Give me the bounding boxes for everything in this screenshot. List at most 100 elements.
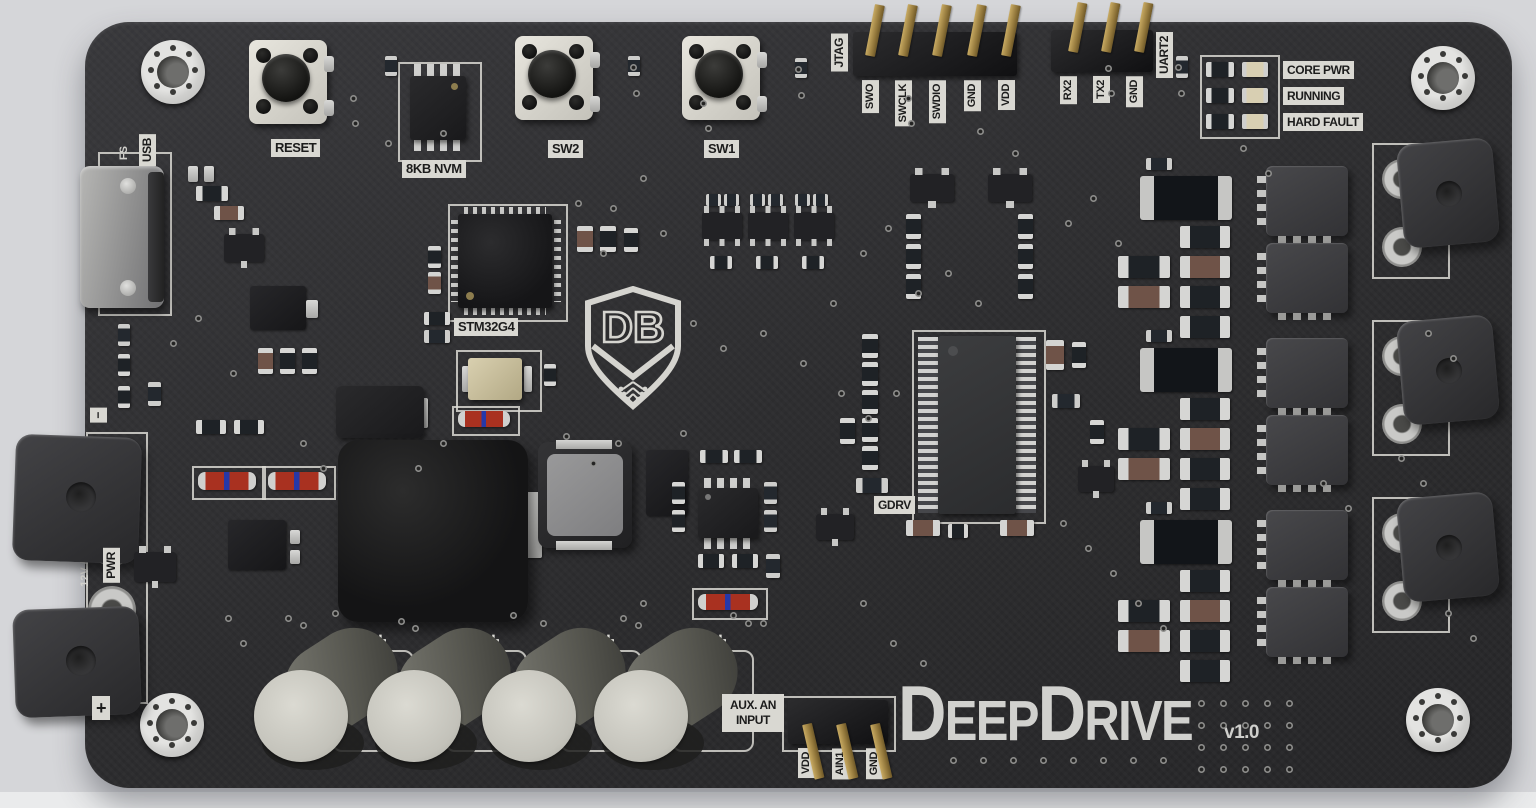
soic-legs	[704, 536, 752, 549]
via	[1220, 722, 1227, 729]
soic-legs	[704, 478, 752, 491]
aux-label: AUX. AN INPUT	[722, 694, 784, 732]
board-name-part: D	[1037, 669, 1086, 757]
via	[1264, 766, 1271, 773]
via	[1450, 355, 1457, 362]
via	[1130, 757, 1137, 764]
chip-capacitor	[802, 256, 824, 269]
led-resistor	[1206, 62, 1234, 77]
led-block-outline	[1200, 55, 1280, 139]
chip-capacitor	[1180, 286, 1230, 308]
electrolytic-capacitor: +	[365, 610, 528, 788]
via	[195, 315, 202, 322]
via	[1240, 145, 1247, 152]
chip-capacitor	[948, 524, 968, 538]
via	[680, 430, 687, 437]
status-led	[1242, 88, 1268, 103]
via	[1065, 220, 1072, 227]
gate-driver-outline	[912, 330, 1046, 524]
sot23-transistor	[134, 546, 176, 588]
led-resistor	[1206, 88, 1234, 103]
mosfet	[1257, 415, 1348, 492]
via	[1242, 722, 1249, 729]
mosfet	[1257, 510, 1348, 587]
melf-resistor	[698, 594, 758, 610]
melf-outline	[692, 588, 768, 620]
melf-resistor	[198, 472, 256, 490]
chip-capacitor	[862, 362, 878, 386]
via	[1398, 455, 1405, 462]
power-positive-mark: +	[92, 696, 111, 720]
via	[415, 465, 422, 472]
via	[640, 175, 647, 182]
mounting-hole	[141, 40, 205, 104]
via	[1220, 700, 1227, 707]
via	[1264, 700, 1271, 707]
mosfet	[1257, 166, 1348, 243]
shunt-resistor	[1140, 176, 1232, 220]
chip-capacitor	[1180, 226, 1230, 248]
uart2-pin-label: GND	[1126, 76, 1143, 108]
solder-pad	[188, 166, 198, 182]
via	[1286, 700, 1293, 707]
chip-capacitor	[1072, 342, 1086, 368]
solder-pad	[306, 300, 318, 318]
solder-pad	[524, 366, 532, 392]
chip-resistor	[856, 478, 888, 493]
chip-capacitor	[600, 226, 616, 252]
led-label-running: RUNNING	[1283, 87, 1345, 105]
chip-capacitor	[214, 206, 244, 220]
via	[760, 620, 767, 627]
jtag-pin-label: SWO	[862, 80, 879, 114]
via	[893, 390, 900, 397]
via	[1470, 635, 1477, 642]
led-label-hard-fault: HARD FAULT	[1283, 113, 1363, 131]
via	[1320, 480, 1327, 487]
nvm-legs	[414, 138, 462, 151]
via	[915, 290, 922, 297]
chip-resistor	[766, 554, 780, 578]
via	[760, 330, 767, 337]
jtag-pin-label: GND	[964, 80, 981, 112]
via	[1264, 744, 1271, 751]
via	[1425, 330, 1432, 337]
power-inductor	[338, 440, 528, 622]
via	[1110, 570, 1117, 577]
chip-capacitor	[1180, 600, 1230, 622]
status-led	[1242, 114, 1268, 129]
chip-capacitor	[906, 520, 940, 536]
reset-button	[247, 38, 334, 134]
chip-capacitor	[1018, 244, 1033, 269]
status-led	[1242, 62, 1268, 77]
chip-capacitor	[1180, 428, 1230, 450]
via	[1040, 757, 1047, 764]
chip-capacitor	[862, 390, 878, 414]
via	[510, 612, 517, 619]
sot23-transistor	[1078, 460, 1114, 498]
via	[865, 415, 872, 422]
via	[745, 620, 752, 627]
via	[230, 370, 237, 377]
jtag-pin-label: VDD	[998, 80, 1015, 111]
via	[1286, 744, 1293, 751]
via	[1115, 240, 1122, 247]
chip-capacitor	[428, 272, 441, 294]
mcu-pins	[464, 207, 546, 214]
chip-capacitor	[1180, 630, 1230, 652]
chip-capacitor	[732, 554, 758, 568]
via	[620, 615, 627, 622]
mounting-hole	[1411, 46, 1475, 110]
via	[1175, 64, 1182, 71]
via	[1220, 766, 1227, 773]
chip-capacitor	[1000, 520, 1034, 536]
sw1-label: SW1	[704, 140, 739, 158]
melf-resistor	[268, 472, 326, 490]
chip-capacitor	[424, 312, 450, 325]
via	[563, 433, 570, 440]
chip-resistor	[764, 510, 777, 532]
chip-capacitor	[1118, 630, 1170, 652]
led-resistor	[1206, 114, 1234, 129]
via	[1445, 610, 1452, 617]
via	[635, 622, 642, 629]
